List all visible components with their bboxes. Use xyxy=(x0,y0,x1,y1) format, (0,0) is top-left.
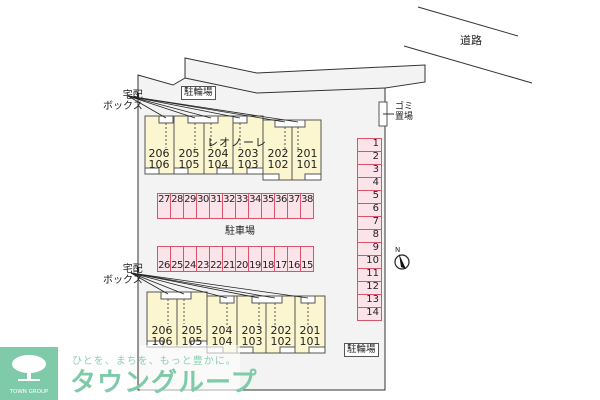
parking-space: 7 xyxy=(357,216,382,230)
brand-tagline: ひとを、まちを、もっと豊かに。 xyxy=(72,356,237,367)
delivery-box-leaders-top xyxy=(127,95,299,123)
delivery-box-label-top: 宅配 ボックス xyxy=(103,90,143,112)
parking-space: 10 xyxy=(357,255,382,269)
parking-space: 6 xyxy=(357,203,382,217)
compass-north-label: N xyxy=(395,246,401,254)
bicycle-parking-label-top: 駐輪場 xyxy=(181,86,216,100)
compass-icon xyxy=(394,254,410,270)
brand-name: タウングループ xyxy=(70,368,258,398)
bicycle-parking-label-bottom: 駐輪場 xyxy=(344,343,379,357)
parking-space: 15 xyxy=(300,246,314,272)
building-bottom xyxy=(146,291,326,354)
parking-space: 12 xyxy=(357,281,382,295)
parking-space: 34 xyxy=(248,193,262,219)
building-top xyxy=(144,115,322,181)
parking-space: 2 xyxy=(357,151,382,165)
parking-space: 27 xyxy=(157,193,171,219)
parking-space: 16 xyxy=(287,246,301,272)
parking-space: 17 xyxy=(274,246,288,272)
brand-overlay xyxy=(140,345,240,397)
parking-space: 14 xyxy=(357,307,382,321)
road-label: 道路 xyxy=(460,34,482,47)
parking-space: 11 xyxy=(357,268,382,282)
parking-space: 28 xyxy=(170,193,184,219)
parking-space: 32 xyxy=(222,193,236,219)
parking-space: 3 xyxy=(357,164,382,178)
building-name: レオノーレ xyxy=(207,136,267,149)
parking-space: 20 xyxy=(235,246,249,272)
parking-space: 33 xyxy=(235,193,249,219)
parking-space: 23 xyxy=(196,246,210,272)
delivery-box-leaders-bottom xyxy=(130,272,309,299)
parking-space: 30 xyxy=(196,193,210,219)
parking-space: 5 xyxy=(357,190,382,204)
road-edge-line xyxy=(417,6,519,37)
parking-space: 13 xyxy=(357,294,382,308)
parking-space: 4 xyxy=(357,177,382,191)
parking-space: 25 xyxy=(170,246,184,272)
parking-space: 35 xyxy=(261,193,275,219)
parking-space: 18 xyxy=(261,246,275,272)
parking-space: 24 xyxy=(183,246,197,272)
parking-space: 36 xyxy=(274,193,288,219)
delivery-box-label-bottom: 宅配 ボックス xyxy=(103,264,143,286)
parking-space: 1 xyxy=(357,138,382,152)
parking-space: 9 xyxy=(357,242,382,256)
parking-space: 38 xyxy=(300,193,314,219)
parking-space: 37 xyxy=(287,193,301,219)
parking-space: 8 xyxy=(357,229,382,243)
parking-space: 22 xyxy=(209,246,223,272)
town-group-logo: TOWN GROUP xyxy=(0,347,58,400)
parking-space: 29 xyxy=(183,193,197,219)
parking-space: 26 xyxy=(157,246,171,272)
road-edge-line xyxy=(403,45,533,84)
parking-space: 21 xyxy=(222,246,236,272)
parking-lot-label: 駐車場 xyxy=(225,226,255,237)
garbage-area-label: ゴミ 置場 xyxy=(395,102,414,122)
parking-space: 31 xyxy=(209,193,223,219)
tree-icon xyxy=(12,355,46,381)
parking-space: 19 xyxy=(248,246,262,272)
